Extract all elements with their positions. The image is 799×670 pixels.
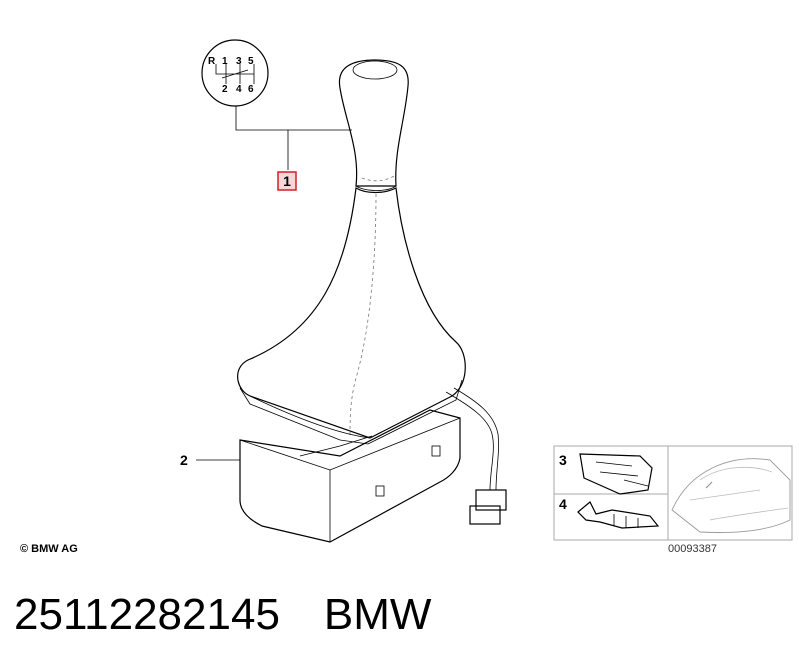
base-tray-inner-edge — [299, 435, 373, 457]
base-tray-clip-left — [375, 485, 385, 497]
base-tray — [239, 409, 461, 543]
callout-label-2: 2 — [180, 452, 188, 468]
contact-drawing — [577, 501, 660, 529]
wire-harness — [445, 387, 507, 525]
car-outline — [671, 458, 791, 533]
copyright-text: © BMW AG — [20, 543, 78, 555]
wire-connector — [475, 489, 507, 511]
shift-boot-seam — [349, 193, 377, 439]
callout-label-1: 1 — [283, 173, 291, 189]
shift-boot-outline — [237, 187, 466, 439]
gear-knob — [338, 59, 409, 191]
inset-panel-frame — [553, 445, 793, 541]
plug-housing-detail — [595, 461, 649, 487]
shift-gate-lines — [215, 64, 255, 84]
car-location-marker — [705, 481, 713, 489]
leader-line-1 — [235, 106, 352, 170]
shift-boot — [237, 187, 466, 445]
callout-label-3: 3 — [559, 452, 567, 468]
gear-knob-outline — [338, 59, 409, 187]
wire — [445, 391, 494, 491]
shift-digit-4: 4 — [236, 84, 242, 95]
plug-housing-drawing — [579, 453, 653, 495]
gear-knob-collar — [355, 185, 397, 191]
parts-diagram: R 1 3 5 2 4 6 1 — [20, 39, 793, 555]
shift-pattern-circle — [201, 39, 269, 107]
base-tray-clip-right — [431, 445, 441, 457]
base-tray-outline — [239, 409, 461, 543]
shift-pattern-medallion: R 1 3 5 2 4 6 — [201, 39, 269, 107]
wire-second — [453, 387, 499, 491]
shift-digit-r: R — [208, 56, 216, 67]
shift-digit-1: 1 — [222, 56, 228, 67]
shift-digit-2: 2 — [222, 84, 228, 95]
shift-digit-3: 3 — [236, 56, 242, 67]
shift-digit-6: 6 — [248, 84, 254, 95]
inset-panel: 3 4 00093387 — [553, 445, 793, 555]
callout-box-1-frame — [277, 171, 297, 191]
shift-boot-lower-edge — [249, 395, 371, 439]
base-tray-top-edge — [239, 417, 461, 471]
gear-knob-top — [352, 60, 398, 80]
contact-detail — [613, 514, 639, 528]
part-number: 25112282145 — [14, 590, 280, 639]
part-footer: 25112282145 BMW — [14, 585, 794, 645]
car-detail — [689, 467, 789, 521]
shift-digit-5: 5 — [248, 56, 254, 67]
brand-name: BMW — [323, 590, 432, 639]
callout-label-4: 4 — [559, 496, 567, 512]
callout-box-1: 1 — [277, 171, 297, 191]
diagram-id: 00093387 — [668, 543, 717, 555]
wire-connector-plug — [469, 505, 501, 525]
gear-knob-texture — [361, 175, 395, 182]
